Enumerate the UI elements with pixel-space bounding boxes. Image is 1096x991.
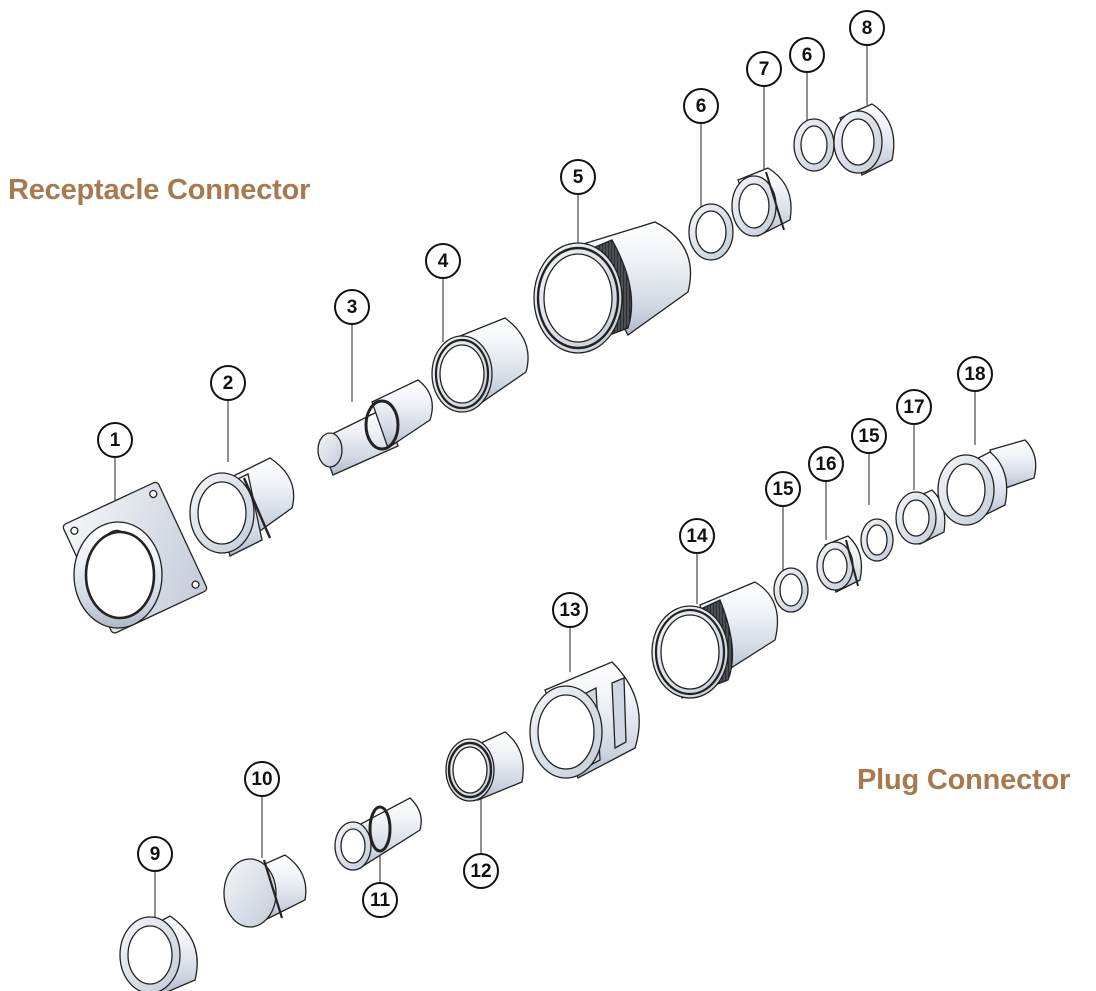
- part-13-coupling-ring: [529, 661, 640, 779]
- part-11-contact-sleeve: [334, 797, 422, 871]
- part-4-adapter-ring: [431, 317, 529, 413]
- part-12-adapter: [445, 731, 524, 802]
- callout-9: 9: [137, 836, 173, 872]
- callout-number: 14: [679, 518, 715, 554]
- part-15-washer-a: [773, 567, 809, 613]
- callout-18: 18: [957, 356, 993, 392]
- callout-number: 3: [334, 289, 370, 325]
- part-2-rear-grommet: [189, 457, 295, 557]
- part-16-seal-bushing: [816, 535, 863, 593]
- callout-10: 10: [244, 761, 280, 797]
- part-3-insert-sleeve: [317, 379, 433, 476]
- part-7-seal-bushing: [731, 167, 792, 237]
- callout-5: 5: [560, 159, 596, 195]
- callout-15a: 15: [765, 471, 801, 507]
- callout-number: 15: [851, 418, 887, 454]
- callout-number: 11: [362, 882, 398, 918]
- part-9-coupling-shell: [119, 915, 198, 991]
- callout-7: 7: [746, 51, 782, 87]
- callout-14: 14: [679, 518, 715, 554]
- part-6-washer-b: [793, 118, 835, 172]
- leader-lines: [114, 45, 976, 918]
- callout-number: 18: [957, 356, 993, 392]
- callout-3: 3: [334, 289, 370, 325]
- callout-13: 13: [552, 592, 588, 628]
- callout-2: 2: [210, 365, 246, 401]
- callout-number: 13: [552, 592, 588, 628]
- callout-11: 11: [362, 882, 398, 918]
- callout-15b: 15: [851, 418, 887, 454]
- callout-number: 9: [137, 836, 173, 872]
- callout-number: 15: [765, 471, 801, 507]
- part-14-knurled-backshell: [651, 581, 779, 699]
- callout-number: 7: [746, 51, 782, 87]
- part-18-end-fitting: [937, 439, 1037, 526]
- plug-connector-title: Plug Connector: [857, 764, 1071, 796]
- callout-4: 4: [425, 243, 461, 279]
- callout-number: 2: [210, 365, 246, 401]
- part-10-grommet: [223, 854, 307, 928]
- callout-number: 12: [463, 853, 499, 889]
- part-1-flange-receptacle: [62, 481, 208, 634]
- callout-number: 6: [789, 37, 825, 73]
- callout-8: 8: [849, 10, 885, 46]
- part-15-washer-b: [860, 518, 894, 562]
- part-17-lock-ring: [895, 489, 946, 545]
- receptacle-connector-title: Receptacle Connector: [8, 174, 311, 206]
- callout-number: 16: [808, 446, 844, 482]
- callout-number: 17: [896, 389, 932, 425]
- callout-number: 10: [244, 761, 280, 797]
- callout-number: 8: [849, 10, 885, 46]
- callout-number: 4: [425, 243, 461, 279]
- callout-12: 12: [463, 853, 499, 889]
- callout-number: 5: [560, 159, 596, 195]
- callout-17: 17: [896, 389, 932, 425]
- callout-6b: 6: [789, 37, 825, 73]
- part-8-end-nut: [833, 103, 895, 176]
- callout-number: 1: [97, 422, 133, 458]
- callout-number: 6: [683, 88, 719, 124]
- callout-16: 16: [808, 446, 844, 482]
- callout-6a: 6: [683, 88, 719, 124]
- part-5-knurled-backshell: [533, 221, 692, 354]
- callout-1: 1: [97, 422, 133, 458]
- part-6-washer-a: [688, 203, 734, 261]
